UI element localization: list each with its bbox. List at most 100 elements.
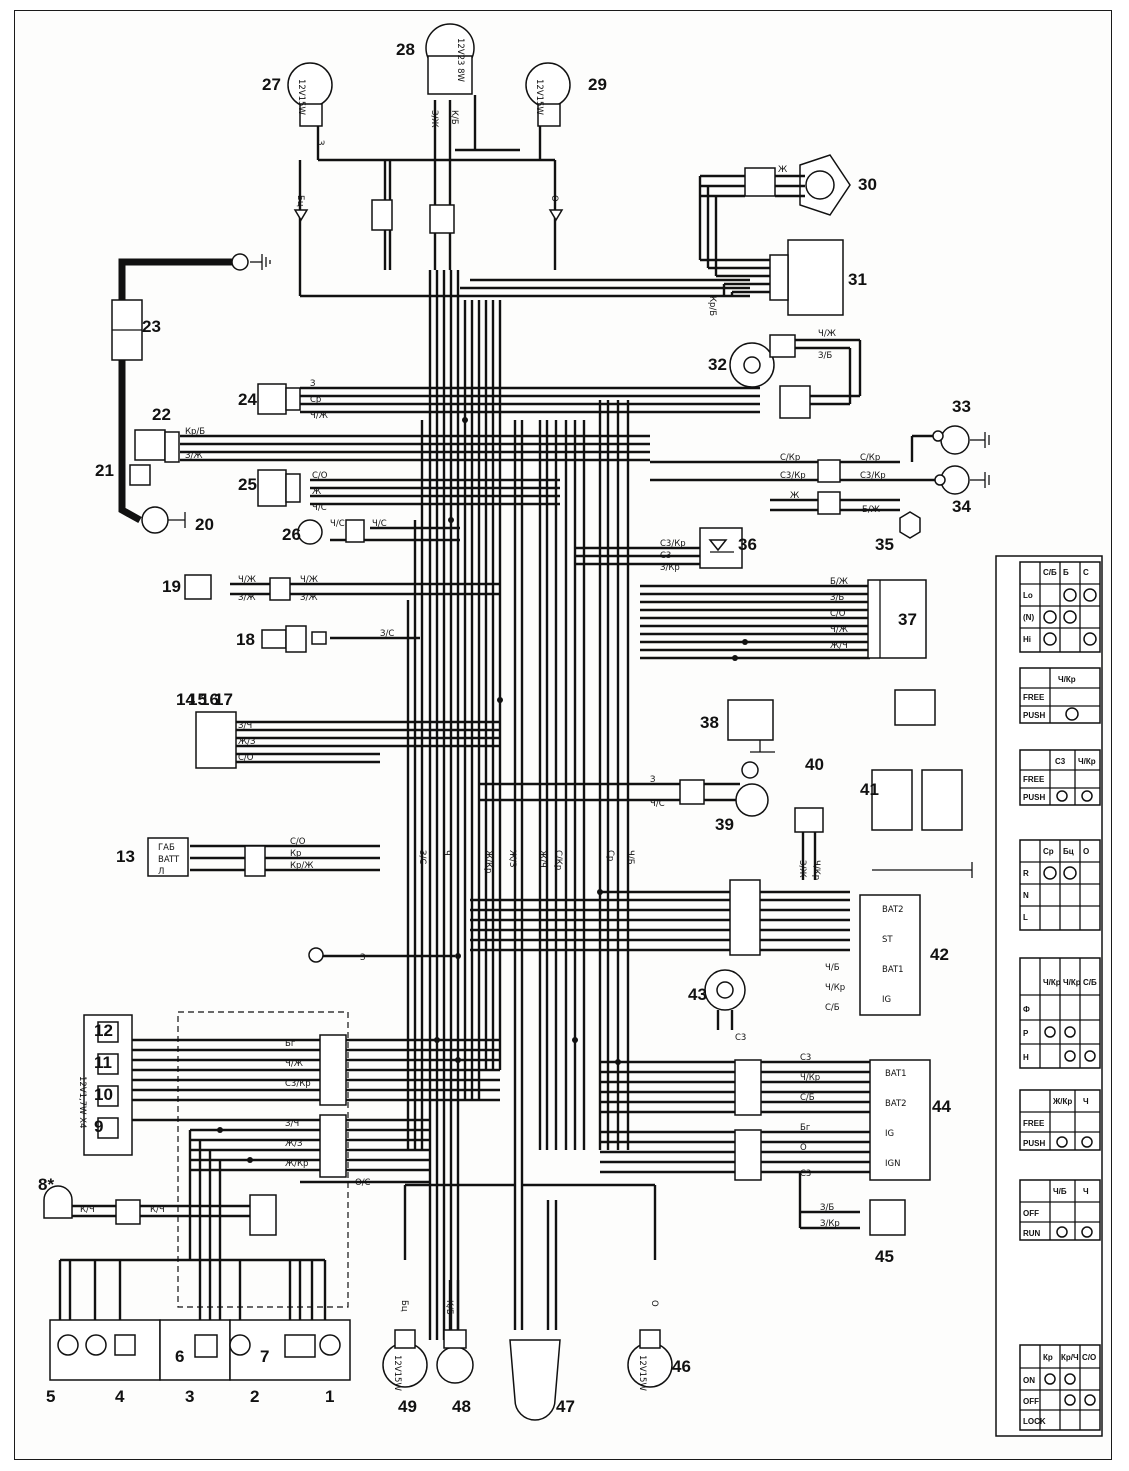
svg-text:45: 45 bbox=[875, 1247, 894, 1266]
wire-label: Ж/Кр bbox=[285, 1159, 308, 1169]
wire-label: Б/Ж bbox=[862, 505, 880, 515]
lamp-46: 12V15W bbox=[627, 1329, 673, 1391]
wire-label: С3 bbox=[735, 1033, 746, 1043]
component-42: BAT2 ST BAT1 IG bbox=[859, 894, 921, 1016]
svg-text:5: 5 bbox=[46, 1387, 55, 1406]
connector bbox=[734, 1129, 762, 1181]
wire-label: З/Ж bbox=[238, 593, 255, 603]
wire-label: З/Ж bbox=[429, 110, 439, 127]
svg-text:RUN: RUN bbox=[1023, 1229, 1041, 1238]
wire-label: С3/Кр bbox=[860, 471, 886, 481]
battery-cable bbox=[118, 253, 271, 524]
lamp-29: 12V15W bbox=[525, 62, 571, 127]
svg-text:Ч: Ч bbox=[1083, 1187, 1089, 1196]
svg-text:34: 34 bbox=[952, 497, 971, 516]
wire-label: З/Б bbox=[820, 1203, 834, 1213]
svg-text:FREE: FREE bbox=[1023, 1119, 1045, 1128]
component-23 bbox=[111, 299, 143, 361]
component-33 bbox=[910, 425, 990, 462]
svg-text:С/Б: С/Б bbox=[1043, 568, 1057, 577]
component-21 bbox=[129, 464, 151, 486]
component-30 bbox=[698, 154, 851, 276]
wire-label: Ч/Кр bbox=[825, 983, 845, 993]
svg-text:4: 4 bbox=[115, 1387, 125, 1406]
svg-text:L: L bbox=[1023, 913, 1028, 922]
svg-text:FREE: FREE bbox=[1023, 775, 1045, 784]
wire-label: Ч/С bbox=[312, 503, 327, 513]
wire-label: Кр/Б bbox=[707, 296, 717, 316]
wire-label: Бг bbox=[285, 1039, 296, 1049]
wire-label: С/Кр bbox=[553, 850, 563, 870]
svg-text:12V15W: 12V15W bbox=[637, 1355, 647, 1391]
wire-label: К/Ч bbox=[150, 1205, 165, 1215]
wire-label: Ж/Ч bbox=[537, 850, 547, 868]
wire-label: З/Ж bbox=[797, 860, 807, 877]
component-9-12: 12V1,7W X4 bbox=[77, 1011, 349, 1308]
wire-label: Ч/Б bbox=[825, 963, 840, 973]
svg-text:Кр: Кр bbox=[1043, 1353, 1053, 1362]
svg-text:40: 40 bbox=[805, 755, 824, 774]
svg-text:PUSH: PUSH bbox=[1023, 711, 1045, 720]
svg-text:Ф: Ф bbox=[1023, 1005, 1030, 1014]
wire-label: Ж/Ч bbox=[830, 641, 848, 651]
wire-label: Бг bbox=[800, 1123, 811, 1133]
svg-text:Hi: Hi bbox=[1023, 635, 1031, 644]
wire-label: Ч/Кр bbox=[811, 860, 821, 880]
svg-text:36: 36 bbox=[738, 535, 757, 554]
svg-text:Ч/Кр: Ч/Кр bbox=[1058, 675, 1076, 684]
svg-text:23: 23 bbox=[142, 317, 161, 336]
svg-text:18: 18 bbox=[236, 630, 255, 649]
component-31 bbox=[700, 239, 844, 316]
wire-label: К/Б bbox=[449, 110, 459, 125]
wire-label: С3/Кр bbox=[285, 1079, 311, 1089]
svg-text:Кр/Ч: Кр/Ч bbox=[1061, 1353, 1079, 1362]
wire-label: З bbox=[310, 379, 315, 389]
wire-label: О bbox=[800, 1143, 807, 1153]
wire-label: С/Б bbox=[825, 1003, 840, 1013]
wire-label: С3 bbox=[800, 1053, 811, 1063]
svg-text:N: N bbox=[1023, 891, 1029, 900]
wire-label: З/Ч bbox=[238, 721, 252, 731]
ground-ring bbox=[308, 947, 324, 963]
wire-label: З/С bbox=[417, 850, 427, 864]
svg-text:30: 30 bbox=[858, 175, 877, 194]
wire-label: С/О bbox=[238, 753, 254, 763]
svg-text:26: 26 bbox=[282, 525, 301, 544]
component-44: BAT1 BAT2 IG IGN bbox=[869, 1059, 931, 1181]
svg-text:19: 19 bbox=[162, 577, 181, 596]
svg-text:2: 2 bbox=[250, 1387, 259, 1406]
wire-label: Ч/Ж bbox=[300, 575, 318, 585]
svg-text:6: 6 bbox=[175, 1347, 184, 1366]
svg-text:PUSH: PUSH bbox=[1023, 793, 1045, 802]
svg-text:42: 42 bbox=[930, 945, 949, 964]
component-45 bbox=[869, 1199, 906, 1236]
svg-text:29: 29 bbox=[588, 75, 607, 94]
connector bbox=[548, 209, 564, 222]
svg-text:46: 46 bbox=[672, 1357, 691, 1376]
wire-label: З bbox=[315, 140, 325, 145]
svg-text:FREE: FREE bbox=[1023, 693, 1045, 702]
wire-label: Ч/Кр bbox=[800, 1073, 820, 1083]
component-24 bbox=[257, 383, 301, 415]
svg-text:Л: Л bbox=[158, 867, 164, 877]
wire-label: О/С bbox=[355, 1178, 371, 1188]
bulb-rating: 12V15W bbox=[534, 79, 544, 115]
component-37 bbox=[867, 579, 927, 659]
component-34 bbox=[934, 465, 990, 495]
wire-label: Ж bbox=[790, 491, 799, 501]
component-39 bbox=[735, 783, 769, 817]
svg-text:Н: Н bbox=[1023, 1053, 1029, 1062]
connector bbox=[679, 779, 705, 805]
svg-text:Р: Р bbox=[1023, 1029, 1029, 1038]
svg-text:ГАБ: ГАБ bbox=[158, 843, 175, 853]
svg-text:IG: IG bbox=[882, 995, 891, 1005]
wire-label: Ч/С bbox=[650, 799, 665, 809]
svg-text:37: 37 bbox=[898, 610, 917, 629]
wire-label: С3 bbox=[800, 1169, 811, 1179]
wire-label: З bbox=[360, 953, 365, 963]
table-51 bbox=[1019, 1179, 1101, 1241]
wire-label: З/Б bbox=[830, 593, 844, 603]
svg-text:14: 14 bbox=[176, 690, 195, 709]
svg-text:О: О bbox=[1083, 847, 1089, 856]
lamp-48 bbox=[436, 1329, 474, 1384]
